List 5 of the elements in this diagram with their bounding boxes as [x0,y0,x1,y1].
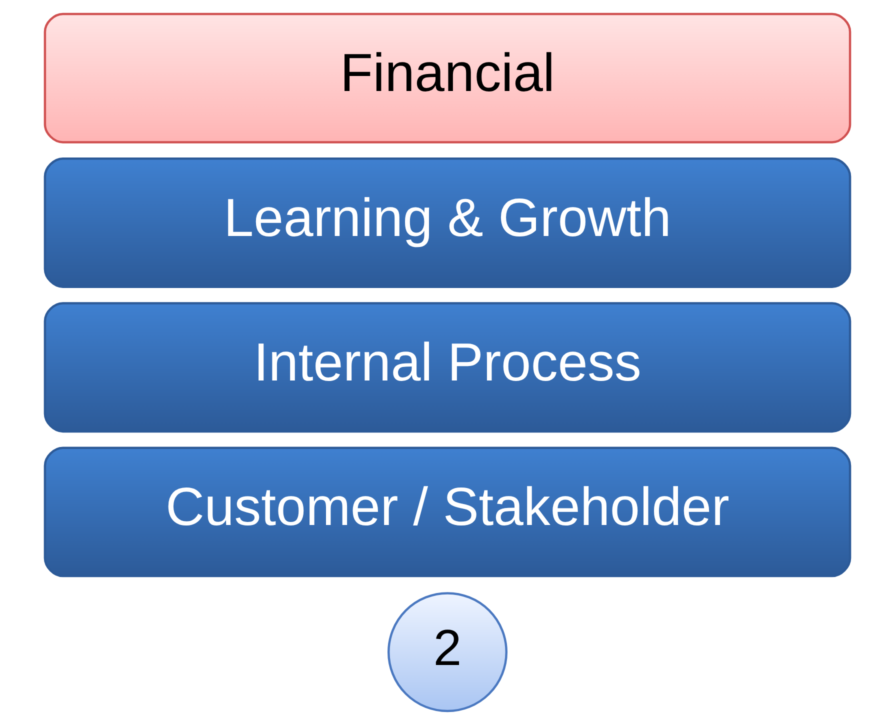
node-box: Financial [43,12,851,144]
node-box: Learning & Growth [43,158,851,288]
node-circle: 2 [387,592,507,712]
node-box: Internal Process [43,302,851,433]
node-box: Customer / Stakeholder [43,446,851,578]
